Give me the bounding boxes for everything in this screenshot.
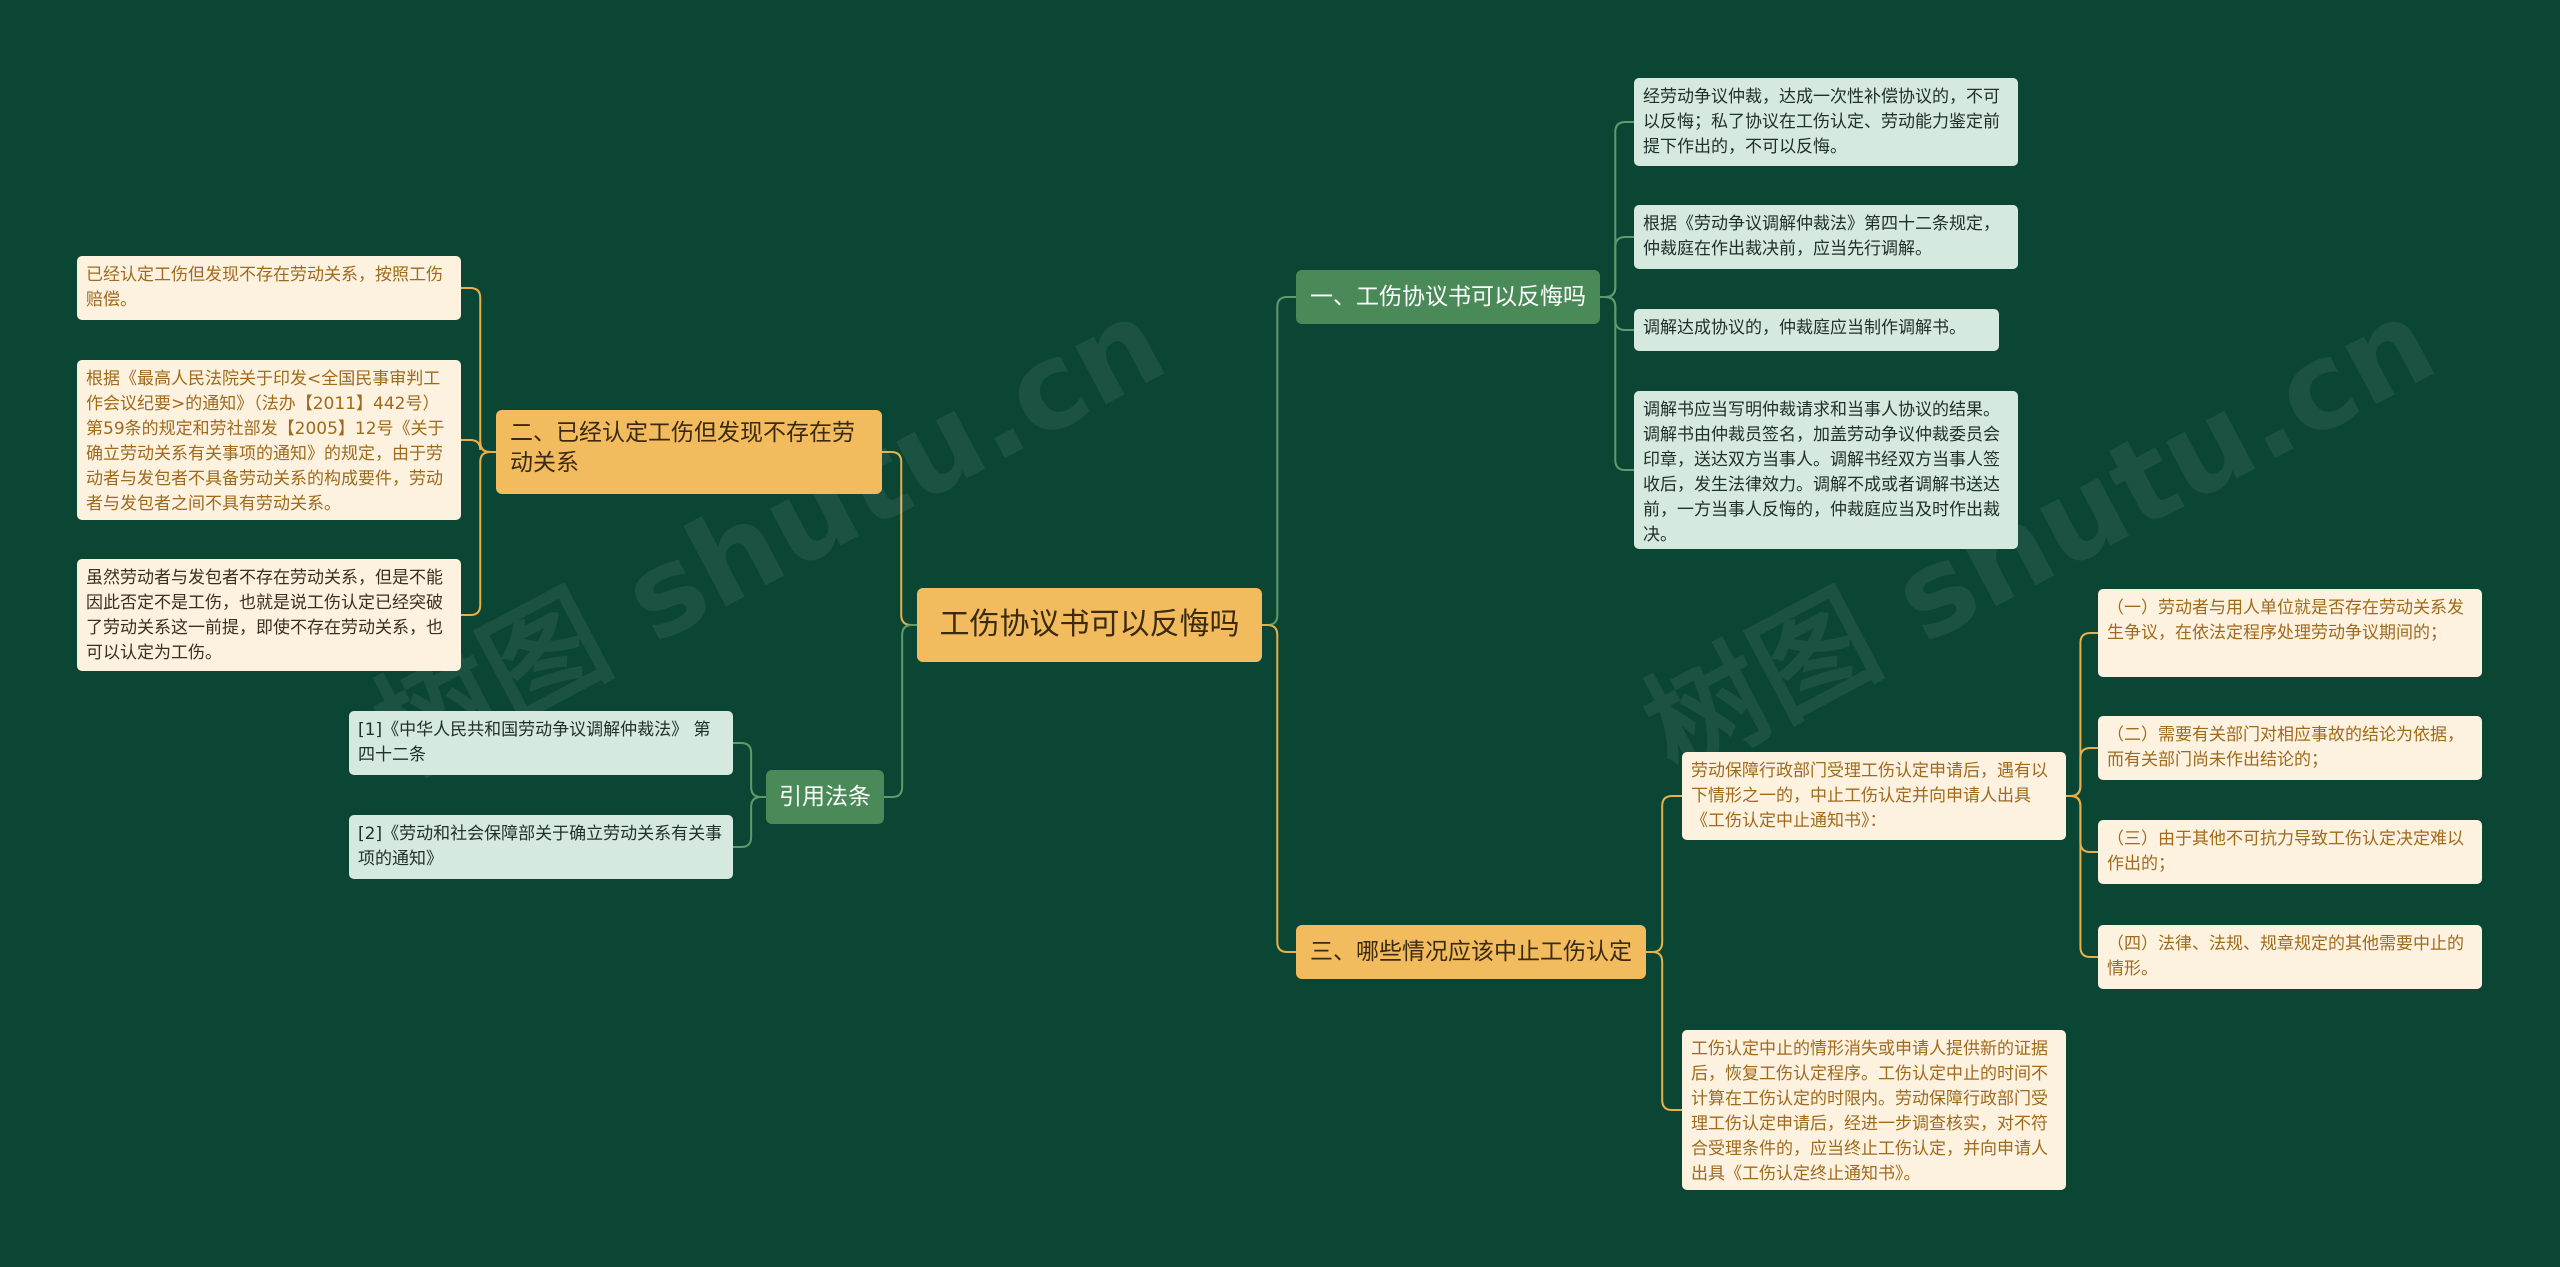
branch-b4[interactable]: 引用法条 (766, 770, 884, 824)
link-b4-2 (733, 796, 766, 848)
link-b1-1 (1600, 121, 1634, 298)
leaf-b2-2[interactable]: 根据《最高人民法院关于印发<全国民事审判工作会议纪要>的通知》（法办【2011】… (77, 360, 461, 520)
leaf-b1-1[interactable]: 经劳动争议仲裁，达成一次性补偿协议的，不可以反悔；私了协议在工伤认定、劳动能力鉴… (1634, 78, 2018, 166)
branch-b1[interactable]: 一、工伤协议书可以反悔吗 (1296, 270, 1600, 324)
link-b3-item-1 (2066, 632, 2098, 797)
link-b4-1 (733, 742, 766, 798)
link-root-b1 (1262, 296, 1296, 626)
item-b3-1[interactable]: （一）劳动者与用人单位就是否存在劳动关系发生争议，在依法定程序处理劳动争议期间的… (2098, 589, 2482, 677)
leaf-b4-1[interactable]: [1]《中华人民共和国劳动争议调解仲裁法》 第四十二条 (349, 711, 733, 775)
link-b1-2 (1600, 236, 1634, 298)
link-b3-item-2 (2066, 747, 2098, 797)
root-topic[interactable]: 工伤协议书可以反悔吗 (917, 588, 1262, 662)
leaf-b4-2[interactable]: [2]《劳动和社会保障部关于确立劳动关系有关事项的通知》 (349, 815, 733, 879)
leaf-b1-4[interactable]: 调解书应当写明仲裁请求和当事人协议的结果。调解书由仲裁员签名，加盖劳动争议仲裁委… (1634, 391, 2018, 549)
link-b3-item-4 (2066, 795, 2098, 958)
leaf-b1-2[interactable]: 根据《劳动争议调解仲裁法》第四十二条规定，仲裁庭在作出裁决前，应当先行调解。 (1634, 205, 2018, 269)
item-b3-4[interactable]: （四）法律、法规、规章规定的其他需要中止的情形。 (2098, 925, 2482, 989)
link-root-b2 (882, 451, 917, 626)
link-b3-item-3 (2066, 795, 2098, 853)
leaf-b1-3[interactable]: 调解达成协议的，仲裁庭应当制作调解书。 (1634, 309, 1999, 351)
link-root-b4 (884, 624, 917, 798)
link-b1-3 (1600, 296, 1634, 331)
link-b3-2 (1646, 951, 1682, 1111)
link-b2-3 (461, 451, 496, 616)
link-b3-1 (1646, 795, 1682, 953)
leaf-b2-3[interactable]: 虽然劳动者与发包者不存在劳动关系，但是不能因此否定不是工伤，也就是说工伤认定已经… (77, 559, 461, 671)
link-b2-1 (461, 287, 496, 453)
link-root-b3 (1262, 624, 1296, 953)
link-b2-2 (461, 439, 496, 453)
branch-b3[interactable]: 三、哪些情况应该中止工伤认定 (1296, 925, 1646, 979)
item-b3-2[interactable]: （二）需要有关部门对相应事故的结论为依据，而有关部门尚未作出结论的； (2098, 716, 2482, 780)
branch-b2[interactable]: 二、已经认定工伤但发现不存在劳动关系 (496, 410, 882, 494)
sub-b3-2[interactable]: 工伤认定中止的情形消失或申请人提供新的证据后，恢复工伤认定程序。工伤认定中止的时… (1682, 1030, 2066, 1190)
link-b1-4 (1600, 296, 1634, 471)
sub-b3-1[interactable]: 劳动保障行政部门受理工伤认定申请后，遇有以下情形之一的，中止工伤认定并向申请人出… (1682, 752, 2066, 840)
leaf-b2-1[interactable]: 已经认定工伤但发现不存在劳动关系，按照工伤赔偿。 (77, 256, 461, 320)
item-b3-3[interactable]: （三）由于其他不可抗力导致工伤认定决定难以作出的； (2098, 820, 2482, 884)
